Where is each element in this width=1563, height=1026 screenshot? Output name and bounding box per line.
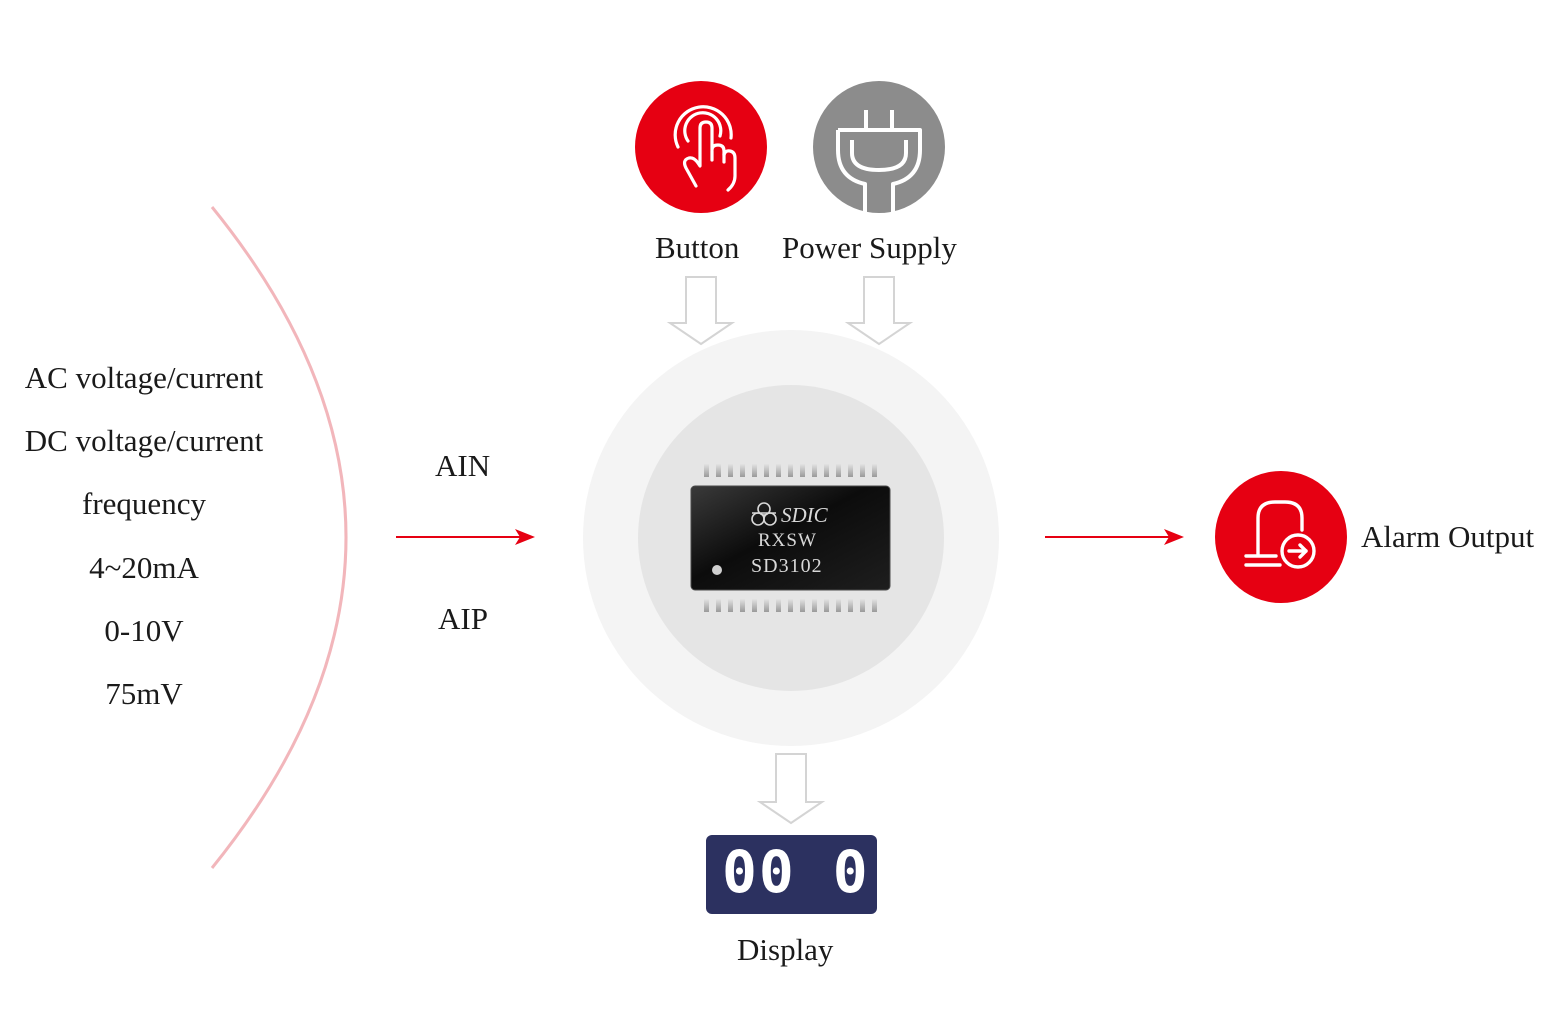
input-item-4-20ma: 4~20mA bbox=[89, 550, 199, 585]
power-plug-icon bbox=[813, 81, 945, 213]
chip-marking-line1: RXSW bbox=[758, 530, 817, 551]
display-label: Display bbox=[737, 932, 834, 967]
input-item-0-10v: 0-10V bbox=[104, 613, 184, 648]
input-item-75mv: 75mV bbox=[105, 676, 183, 711]
display-digits: 00 0 bbox=[722, 838, 870, 906]
arrow-input-to-chip bbox=[396, 529, 535, 545]
alarm-output-icon bbox=[1215, 471, 1347, 603]
arrow-chip-to-alarm bbox=[1045, 529, 1184, 545]
arrow-button-to-chip bbox=[666, 276, 736, 346]
signal-label-aip: AIP bbox=[438, 601, 488, 636]
chip-pin1-dot bbox=[712, 565, 722, 575]
chip-pins-bottom bbox=[704, 598, 877, 612]
alarm-output-label: Alarm Output bbox=[1361, 519, 1535, 554]
arrow-power-to-chip bbox=[844, 276, 914, 346]
chip-pins-top bbox=[704, 463, 877, 477]
display-panel bbox=[706, 835, 877, 914]
chip-body bbox=[691, 486, 890, 590]
signal-label-ain: AIN bbox=[435, 448, 491, 483]
input-bracket-arc bbox=[210, 206, 348, 869]
button-label: Button bbox=[655, 230, 740, 265]
sdic-logo-icon bbox=[751, 502, 777, 526]
touch-hand-icon bbox=[635, 81, 767, 213]
arrow-chip-to-display bbox=[756, 753, 826, 825]
input-item-frequency: frequency bbox=[82, 486, 206, 521]
input-item-dc: DC voltage/current bbox=[24, 423, 264, 458]
chip-brand: SDIC bbox=[781, 503, 828, 527]
chip-marking-line2: SD3102 bbox=[751, 555, 823, 577]
power-supply-label: Power Supply bbox=[782, 230, 957, 265]
input-item-ac: AC voltage/current bbox=[24, 360, 264, 395]
